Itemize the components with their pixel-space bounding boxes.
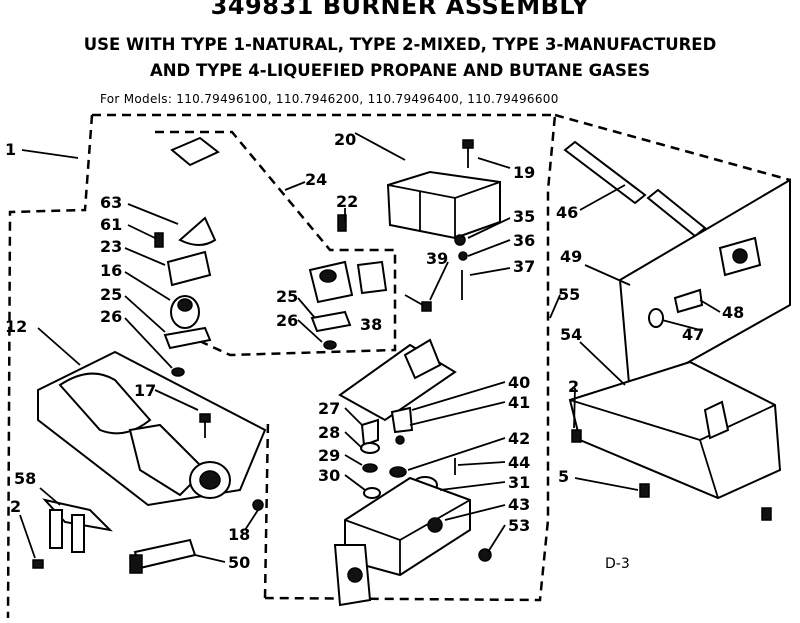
callout-31: 31 [508,473,530,492]
callout-55: 55 [558,285,580,304]
part-40-41-valve-cap [390,406,414,445]
callout-27: 27 [318,399,340,418]
part-58-bracket [42,498,113,553]
callout-46: 46 [556,203,578,222]
enclosure-outline-valve [263,419,270,599]
callout-54: 54 [560,325,582,344]
callout-24: 24 [305,170,327,189]
part-61-screw [154,232,164,248]
part-2-5-screws-right [571,429,772,521]
callout-35: 35 [513,207,535,226]
part-25-26-plates-right [310,310,352,350]
part-49-orifice-panel [618,178,791,397]
callout-63: 63 [100,193,122,212]
callout-53: 53 [508,516,530,535]
enclosure-outline-main [92,113,557,602]
part-35-37-spring [454,234,468,300]
part-17-screw [199,413,211,438]
callout-2-left: 2 [10,497,21,516]
callout-1: 1 [5,140,16,159]
part-46-tubes [563,140,707,238]
callout-17: 17 [134,381,156,400]
part-18-nut [252,499,264,511]
part-38-screw [404,294,432,312]
callout-50: 50 [228,553,250,572]
part-19-screw [462,139,474,168]
callout-22: 22 [336,192,358,211]
callout-47: 47 [682,325,704,344]
diagram-code: D-3 [605,556,630,572]
callout-42: 42 [508,429,530,448]
part-27-30-stack [360,418,381,499]
sub-assembly-outline [155,130,397,357]
model-list: For Models: 110.79496100, 110.7946200, 1… [100,92,559,106]
callout-44: 44 [508,453,530,472]
part-25-26-gasket-left [163,326,212,377]
part-coil-sub-assembly [308,214,388,304]
callout-2-right: 2 [568,377,579,396]
callout-30: 30 [318,466,340,485]
part-2-screw-left [32,559,44,569]
part-valve-plate [338,338,457,422]
callout-12: 12 [5,317,27,336]
part-valve-body [333,476,492,607]
callout-40: 40 [508,373,530,392]
callout-37: 37 [513,257,535,276]
callout-19: 19 [513,163,535,182]
part-12-burner-tube [37,350,267,507]
callout-20: 20 [334,130,356,149]
part-54-burner-rail [568,360,782,500]
part-23-bracket [166,250,212,287]
callout-18: 18 [228,525,250,544]
callout-49: 49 [560,247,582,266]
callout-36: 36 [513,231,535,250]
callout-29: 29 [318,446,340,465]
callout-39: 39 [426,249,448,268]
callout-labels: 1 20 19 24 22 63 61 23 16 25 26 25 26 35… [5,130,744,572]
callout-26-left: 26 [100,307,122,326]
callout-25-left: 25 [100,285,122,304]
callout-38-label: 38 [360,315,382,334]
callout-61: 61 [100,215,122,234]
part-20-housing [386,170,501,240]
callout-25-right: 25 [276,287,298,306]
callout-23: 23 [100,237,122,256]
enclosure-outline-right [554,113,791,182]
callout-16: 16 [100,261,122,280]
gas-type-line-1: USE WITH TYPE 1-NATURAL, TYPE 2-MIXED, T… [83,35,717,54]
callout-5: 5 [558,467,569,486]
callout-41: 41 [508,393,530,412]
callout-58: 58 [14,469,36,488]
leader-lines [19,132,721,563]
part-top-module [170,136,220,167]
gas-type-line-2: AND TYPE 4-LIQUEFIED PROPANE AND BUTANE … [149,61,651,80]
part-16-coil [170,295,200,329]
callout-48: 48 [722,303,744,322]
callout-26-right: 26 [276,311,298,330]
enclosure-outline-left [6,114,94,619]
diagram-title: 349831 BURNER ASSEMBLY [210,0,590,20]
callout-43: 43 [508,495,530,514]
callout-28: 28 [318,423,340,442]
part-63-cap [178,216,217,246]
part-50-fitting [129,538,197,574]
